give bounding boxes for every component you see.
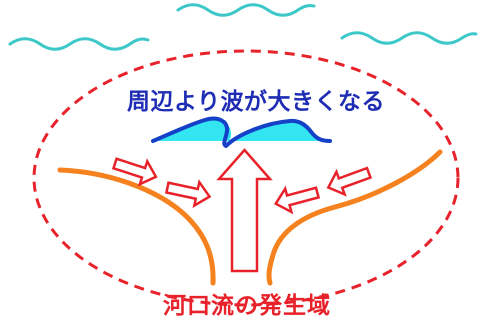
sea-line-left	[8, 37, 150, 51]
river-mouth-flow-label: 河口流の発生域	[163, 292, 331, 319]
right-shoreline	[266, 149, 443, 286]
flow-arrows	[111, 148, 373, 273]
wave-growth-label: 周辺より波が大きくなる	[127, 88, 385, 115]
left-shoreline	[57, 167, 216, 286]
left-lower-arrow	[164, 179, 212, 209]
wave-graphic	[151, 116, 332, 148]
sea-surface-lines	[8, 3, 478, 51]
central-up-arrow	[216, 148, 273, 273]
wave-outline	[151, 116, 332, 148]
right-upper-arrow	[326, 166, 373, 197]
sea-line-top	[176, 3, 316, 17]
shorelines	[57, 149, 443, 286]
right-lower-arrow	[273, 185, 321, 215]
sea-line-right	[340, 31, 478, 45]
dashed-ellipse	[32, 49, 460, 307]
left-upper-arrow	[111, 157, 158, 187]
wave-fill	[153, 118, 232, 141]
